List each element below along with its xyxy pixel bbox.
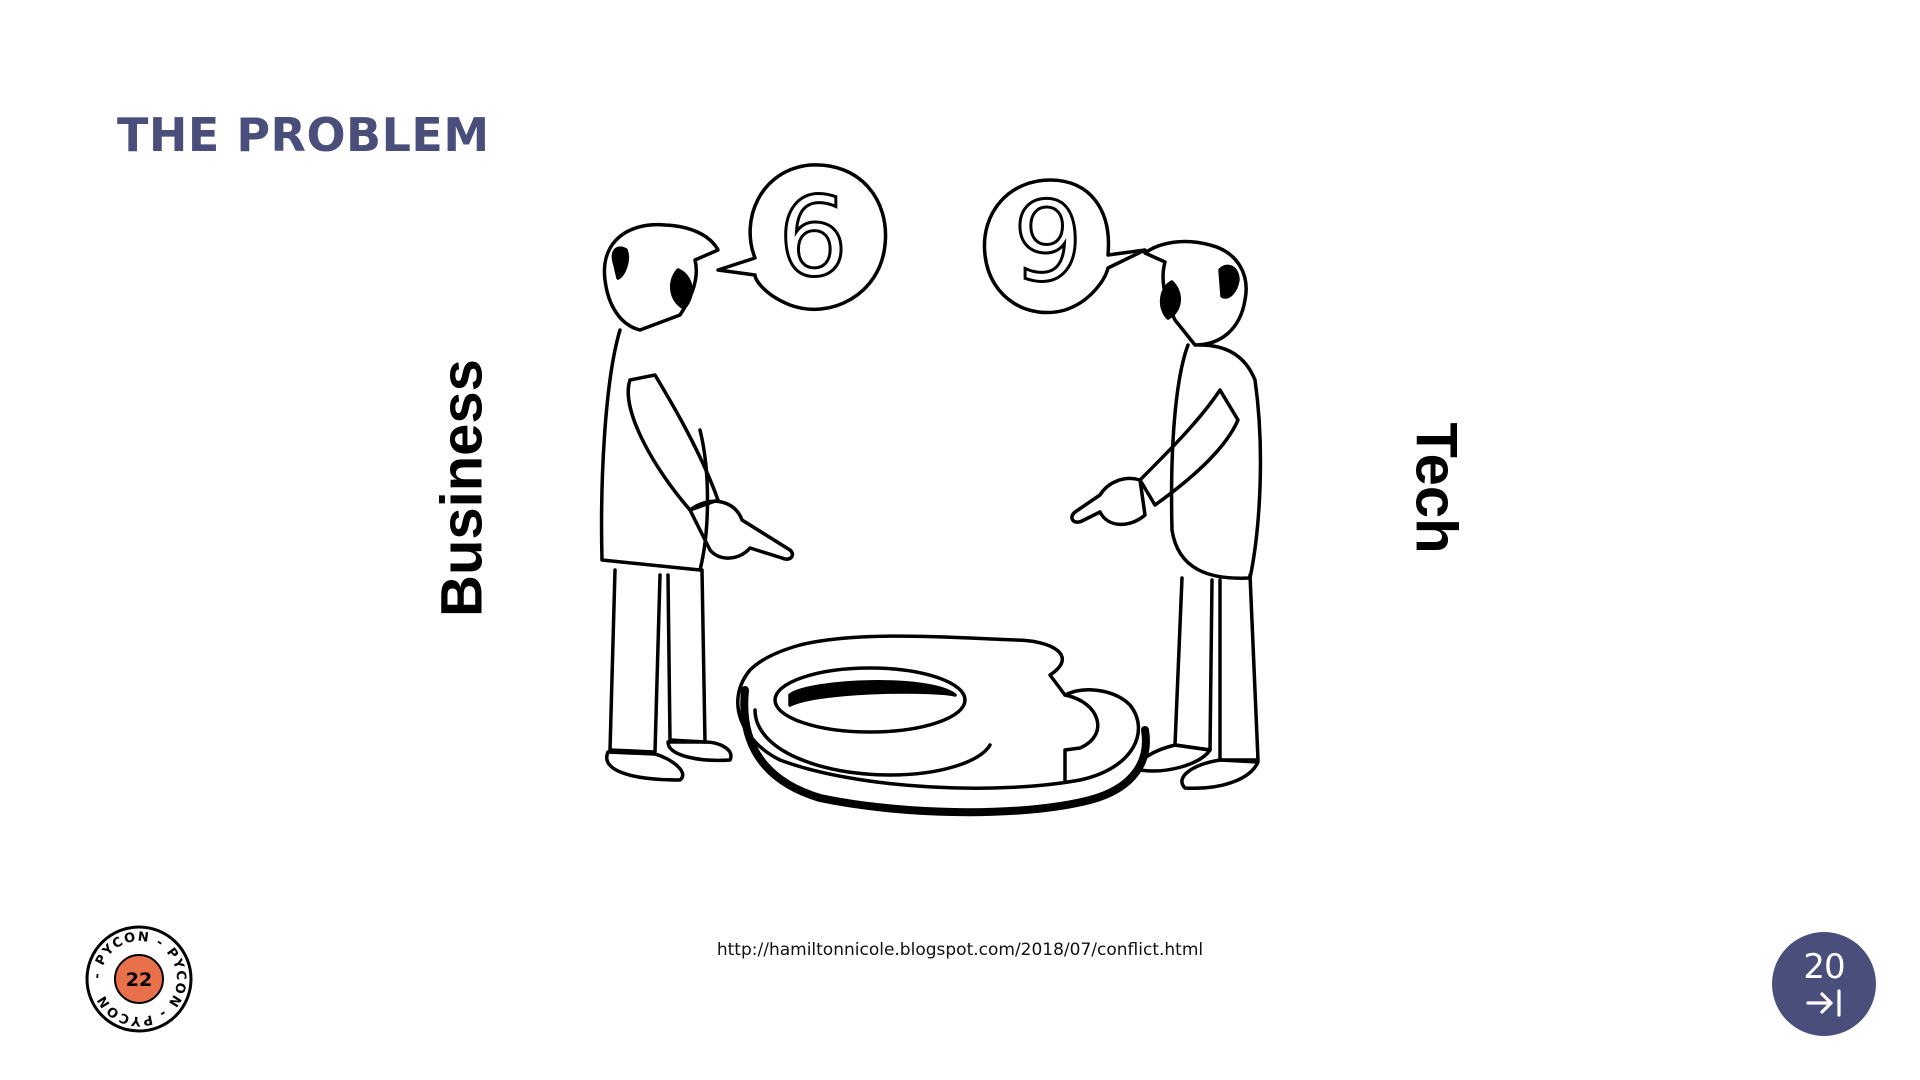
logo-number: 22 [126,969,152,991]
arrow-right-to-bar-icon [1806,989,1841,1017]
speech-bubble-left [716,163,888,311]
business-label: Business [429,359,495,617]
bubble-right-digit: 9 [1013,178,1083,306]
page-number-badge: 20 [1772,932,1876,1036]
page-number: 20 [1803,947,1845,987]
slide-title: THE PROBLEM [117,108,490,162]
business-person-figure [599,222,795,782]
source-link[interactable]: http://hamiltonnicole.blogspot.com/2018/… [716,940,1204,960]
tech-person-figure [1070,239,1263,790]
tech-label: Tech [1403,422,1469,554]
speech-bubble-right [982,178,1147,315]
bubble-left-digit: 6 [778,173,848,301]
pycon-logo: - PYCON - PYCON - PYCON 22 [85,925,193,1033]
cartoon-illustration: 6 9 [599,163,1263,817]
floor-digit-figure [736,634,1150,817]
